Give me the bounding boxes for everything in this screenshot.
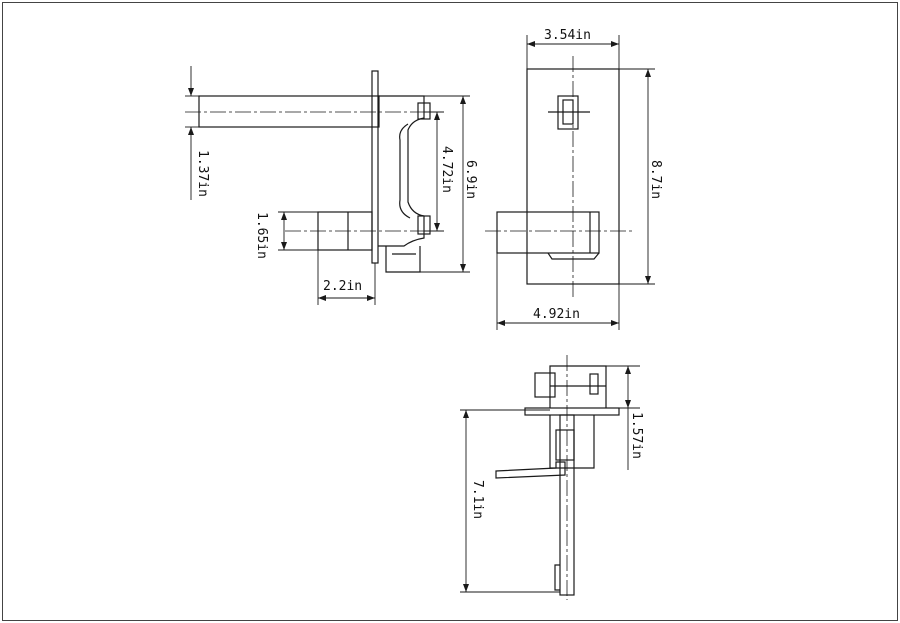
top-lever	[495, 461, 566, 479]
top-upper-body	[549, 365, 607, 408]
dim-total-arrowhead-bot	[460, 264, 466, 272]
top-lower-cartridge	[555, 429, 575, 461]
dim-total-height: 6.9in	[463, 160, 478, 199]
dim-body-depth: 7.1in	[470, 480, 485, 519]
dim-inner-height: 4.72in	[439, 146, 454, 193]
top-cover-plate	[524, 407, 620, 416]
dim-overall-arrowhead-left	[497, 320, 505, 326]
dim-depth-arrowhead-left	[318, 295, 326, 301]
lever-front	[496, 211, 600, 254]
top-view: 1.57in 7.1in	[460, 355, 644, 600]
dim-inner-arrowhead-top	[434, 112, 440, 120]
dim-handle-diameter: 1.65in	[254, 212, 269, 259]
top-lower-body	[549, 415, 595, 469]
dim-handle-arrowhead-top	[281, 212, 287, 220]
dim-plate-h-arrowhead-top	[645, 69, 651, 77]
dim-spout-arrowhead-bot	[188, 127, 194, 135]
dim-spout-arrowhead-top	[188, 88, 194, 96]
top-diverter	[534, 372, 556, 398]
top-spout-tip	[554, 564, 560, 591]
front-view: 3.54in 8.7in 4.92in	[485, 28, 663, 330]
dim-handle-depth: 2.2in	[323, 279, 362, 294]
dim-plate-arrowhead-left	[527, 41, 535, 47]
bottom-spigot	[385, 246, 421, 273]
dim-top-arrowhead-bot	[625, 400, 631, 408]
dim-handle-arrowhead-bot	[281, 242, 287, 250]
wall-plate-side	[371, 70, 379, 264]
side-view: 1.37in 4.72in 6.9in 1.65in 2.2in	[185, 66, 478, 305]
dim-top-arrowhead-top	[625, 366, 631, 374]
dim-plate-arrowhead-right	[611, 41, 619, 47]
mixer-cartridge	[399, 123, 411, 219]
mixer-side-stub	[417, 215, 431, 235]
spout	[198, 95, 380, 128]
mixer-body	[378, 95, 425, 247]
dim-plate-width: 3.54in	[544, 28, 591, 43]
dim-plate-height: 8.7in	[648, 160, 663, 199]
dim-depth-arrowhead-right	[367, 295, 375, 301]
top-right-stub	[589, 373, 599, 395]
dim-overall-arrowhead-right	[611, 320, 619, 326]
mixer-top-stub	[417, 102, 431, 120]
lever-shading	[547, 252, 600, 260]
dim-body-arrowhead-top	[463, 410, 469, 418]
dim-total-arrowhead-top	[460, 96, 466, 104]
dim-spout-diameter: 1.37in	[195, 150, 210, 197]
dim-top-depth: 1.57in	[629, 412, 644, 459]
dim-plate-h-arrowhead-bot	[645, 276, 651, 284]
dim-overall-width: 4.92in	[533, 307, 580, 322]
dim-inner-arrowhead-bot	[434, 223, 440, 231]
dim-body-arrowhead-bot	[463, 584, 469, 592]
